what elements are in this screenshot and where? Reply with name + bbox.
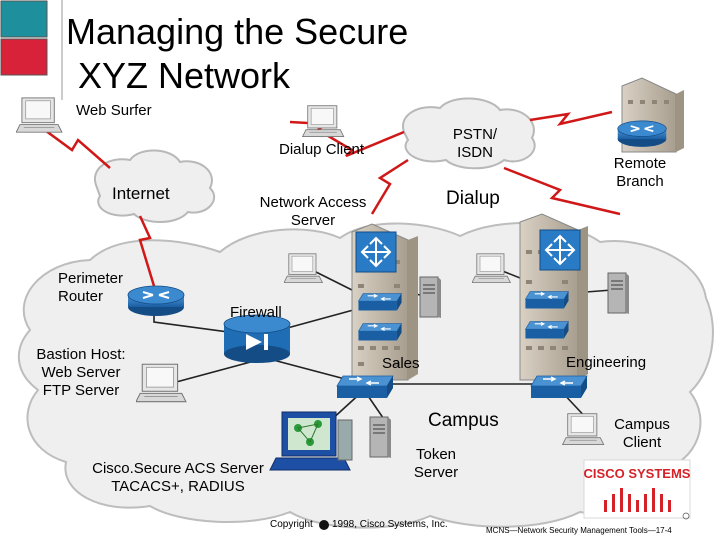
remote-branch-line1: Remote	[613, 155, 667, 172]
pstn-label: PSTN/ ISDN	[440, 126, 510, 162]
hq-switch2-icon	[357, 322, 403, 342]
token-server-label: Token Server	[400, 446, 472, 482]
bastion-line1: Bastion Host:	[36, 346, 126, 363]
web-surfer-pc-icon	[16, 97, 63, 133]
copyright-rest-text: 1998, Cisco Systems, Inc.	[332, 519, 448, 530]
firewall-icon	[223, 314, 291, 363]
acs-line1: Cisco.Secure ACS Server	[92, 460, 264, 477]
dialup-client-pc-icon	[302, 105, 345, 138]
dialup-label: Dialup	[446, 188, 500, 209]
remote-branch-line2: Branch	[616, 173, 664, 190]
web-surfer-label: Web Surfer	[76, 102, 152, 119]
internet-cloud	[93, 149, 216, 223]
perimeter-line2: Router	[58, 288, 104, 305]
copyright-text: Copyright	[270, 519, 313, 530]
remote-access-server-icon	[539, 229, 581, 271]
nas-line1: Network Access	[259, 194, 367, 211]
token-line2: Server	[413, 464, 459, 481]
token-server-icon	[369, 416, 392, 459]
title-line2: XYZ Network	[78, 55, 291, 96]
perimeter-router-icon	[127, 285, 185, 317]
cisco-logo-text: CISCO SYSTEMS	[584, 466, 691, 481]
campus-client-line1: Campus	[614, 416, 670, 433]
course-footer: MCNS—Network Security Management Tools—1…	[486, 526, 672, 535]
title-line1: Managing the Secure	[66, 11, 409, 52]
pstn-line1: PSTN/	[452, 126, 498, 143]
bastion-line3: FTP Server	[42, 382, 120, 399]
pstn-line2: ISDN	[457, 144, 493, 161]
perimeter-line1: Perimeter	[58, 270, 124, 287]
engineering-label: Engineering	[566, 354, 647, 371]
pstn-cloud	[402, 97, 536, 170]
bastion-host-label: Bastion Host: Web Server FTP Server	[18, 346, 144, 400]
firewall-label: Firewall	[230, 304, 282, 321]
dialup-client-label: Dialup Client	[279, 141, 365, 158]
perimeter-router-label: Perimeter Router	[58, 270, 123, 306]
internet-label: Internet	[112, 184, 170, 203]
remote-branch-label: Remote Branch	[604, 155, 676, 191]
campus-client-line2: Client	[622, 434, 662, 451]
eng-switch2-icon	[524, 320, 570, 340]
nas-label: Network Access Server	[240, 194, 386, 230]
acs-line2: TACACS+, RADIUS	[111, 478, 245, 495]
sales-switch-icon	[336, 375, 394, 399]
network-access-server-icon	[355, 231, 397, 273]
branch-router-icon	[616, 119, 668, 148]
eng-switch-icon	[524, 290, 570, 310]
campus-client-label: Campus Client	[606, 416, 678, 452]
hq-switch-icon	[357, 292, 403, 312]
hq-server-icon	[419, 276, 442, 319]
cisco-logo	[583, 459, 691, 520]
token-line1: Token	[415, 446, 457, 463]
title-square-red	[0, 38, 48, 76]
engineering-switch-icon	[530, 375, 588, 399]
nas-line2: Server	[290, 212, 336, 229]
campus-label: Campus	[428, 410, 499, 431]
acs-server-label: Cisco.Secure ACS Server TACACS+, RADIUS	[78, 460, 278, 496]
copyright-symbol	[319, 520, 329, 530]
bastion-line2: Web Server	[41, 364, 121, 381]
eng-server-icon	[607, 272, 630, 315]
title-square-teal	[0, 0, 48, 38]
acs-server-workstation-icon	[269, 411, 353, 471]
sales-label: Sales	[382, 355, 420, 372]
